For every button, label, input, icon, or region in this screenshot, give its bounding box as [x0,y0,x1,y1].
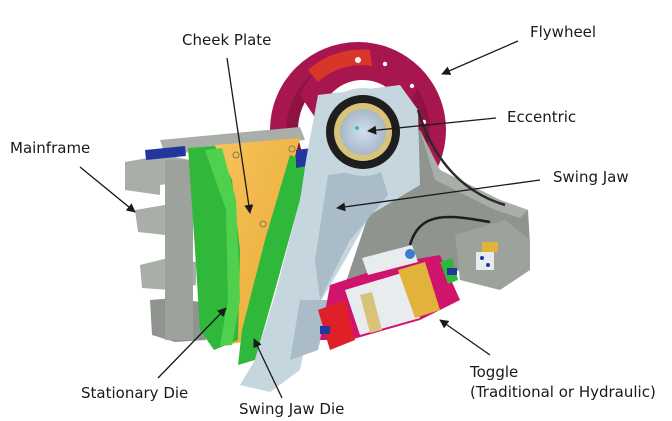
label-stationary-die: Stationary Die [81,384,188,402]
arrow-toggle [439,319,491,356]
label-toggle: Toggle [469,363,518,381]
swing-jaw [240,85,420,392]
eccentric-shaft [340,109,386,155]
arrow-swing-jaw [336,179,541,212]
label-eccentric: Eccentric [507,108,576,126]
arrow-swing-jaw-die [253,338,283,399]
label-swing-jaw: Swing Jaw [553,168,629,186]
label-toggle-note: (Traditional or Hydraulic) [470,383,656,401]
label-flywheel: Flywheel [530,23,596,41]
label-cheek-plate: Cheek Plate [182,31,271,49]
label-swing-jaw-die: Swing Jaw Die [239,400,344,418]
arrow-eccentric [367,117,497,135]
toggle-assembly [318,109,506,350]
arrow-flywheel [441,40,519,75]
stationary-die [188,146,240,350]
flywheel-counterweight [308,49,372,82]
arrow-mainframe [79,166,136,213]
arrow-stationary-die [157,307,227,379]
arrow-cheek-plate [226,57,254,214]
label-mainframe: Mainframe [10,139,90,157]
